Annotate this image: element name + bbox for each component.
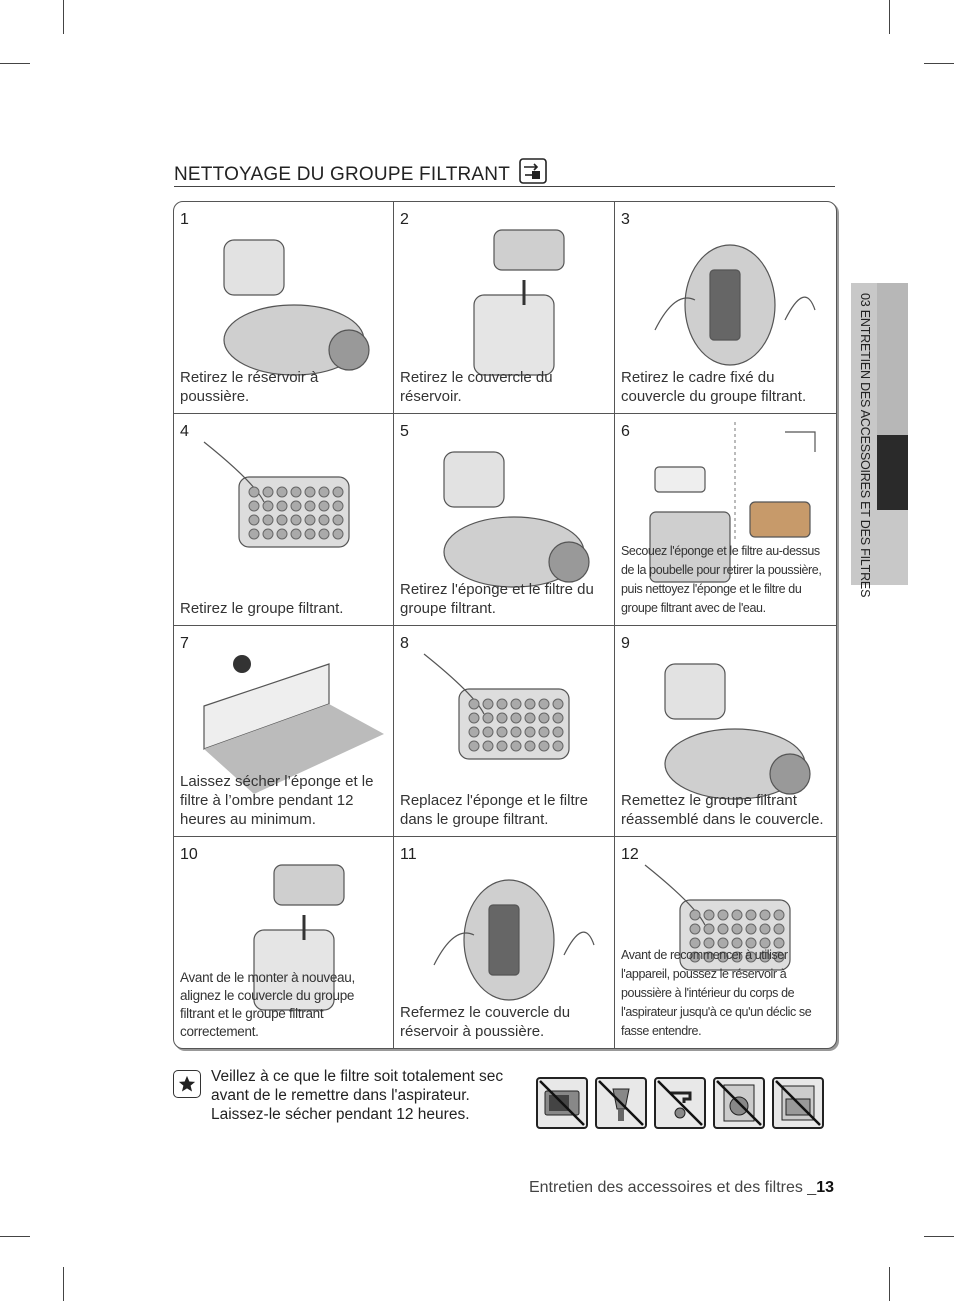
warning-icons [536, 1077, 824, 1129]
crop-mark [924, 63, 954, 64]
align-icon [253, 864, 345, 1011]
step-number: 12 [621, 846, 639, 863]
no-washing-machine-icon [713, 1077, 765, 1129]
filter-frame-icon [654, 244, 816, 366]
no-tap-icon [654, 1077, 706, 1129]
shade-dry-icon [203, 655, 384, 794]
crop-mark [924, 1236, 954, 1237]
bin-close-icon [433, 879, 595, 1001]
sponge-remove-icon [443, 451, 590, 588]
crop-mark [0, 1236, 30, 1237]
no-dishwasher-icon [772, 1077, 824, 1129]
canister-insert-icon [644, 864, 791, 971]
step-number: 11 [400, 846, 417, 863]
no-hairdryer-icon [595, 1077, 647, 1129]
step-number: 2 [400, 211, 409, 228]
page-footer: Entretien des accessoires et des filtres… [529, 1179, 834, 1197]
section-title: NETTOYAGE DU GROUPE FILTRANT [174, 158, 835, 187]
step-caption: Avant de le monter à nouveau, alignez le… [180, 970, 355, 1039]
filter-remove-icon [203, 441, 350, 548]
note-text: Veillez à ce que le filtre soit totaleme… [211, 1068, 504, 1123]
step-number: 3 [621, 211, 630, 228]
step-caption: Remettez le groupe filtrant réassemblé d… [621, 792, 824, 828]
step-caption: Retirez le groupe filtrant. [180, 600, 344, 617]
step-number: 1 [180, 211, 189, 228]
step-number: 10 [180, 846, 198, 863]
step-caption: Avant de recommencer à utiliser l'appare… [621, 948, 812, 1038]
footer-text: Entretien des accessoires et des filtres… [528, 1179, 817, 1196]
step-caption: Retirez le réservoir à poussière. [180, 369, 319, 405]
no-microwave-icon [536, 1077, 588, 1129]
sponge-insert-icon [423, 653, 570, 760]
wash-icon [649, 422, 816, 583]
bin-cover-icon [473, 229, 565, 376]
star-note-icon [173, 1070, 201, 1098]
crop-mark [63, 1267, 64, 1301]
filter-insert-icon [664, 663, 811, 800]
step-number: 7 [180, 635, 189, 652]
crop-mark [0, 63, 30, 64]
step-caption: Laissez sécher l’éponge et le filtre à l… [180, 773, 374, 828]
crop-mark [63, 0, 64, 34]
step-caption: Retirez le couvercle du réservoir. [400, 369, 553, 405]
page-number: 13 [816, 1179, 834, 1196]
side-tab [851, 283, 908, 585]
step-caption: Retirez l'éponge et le filtre du groupe … [400, 581, 594, 617]
step-caption: Retirez le cadre fixé du couvercle du gr… [621, 369, 807, 405]
section-title-text: NETTOYAGE DU GROUPE FILTRANT [174, 164, 510, 185]
step-number: 6 [621, 423, 630, 440]
crop-mark [889, 0, 890, 34]
step-number: 4 [180, 423, 189, 440]
step-number: 8 [400, 635, 409, 652]
crop-mark [889, 1267, 890, 1301]
step-caption: Refermez le couvercle du réservoir à pou… [400, 1004, 571, 1040]
filter-symbol-icon [519, 158, 547, 193]
side-tab-label: 03 ENTRETIEN DES ACCESSOIRES ET DES FILT… [858, 293, 872, 598]
step-number: 9 [621, 635, 630, 652]
step-caption: Replacez l'éponge et le filtre dans le g… [400, 792, 588, 828]
step-number: 5 [400, 423, 409, 440]
canister-lift-icon [223, 239, 370, 376]
step-caption: Secouez l'éponge et le filtre au-dessus … [621, 544, 822, 615]
